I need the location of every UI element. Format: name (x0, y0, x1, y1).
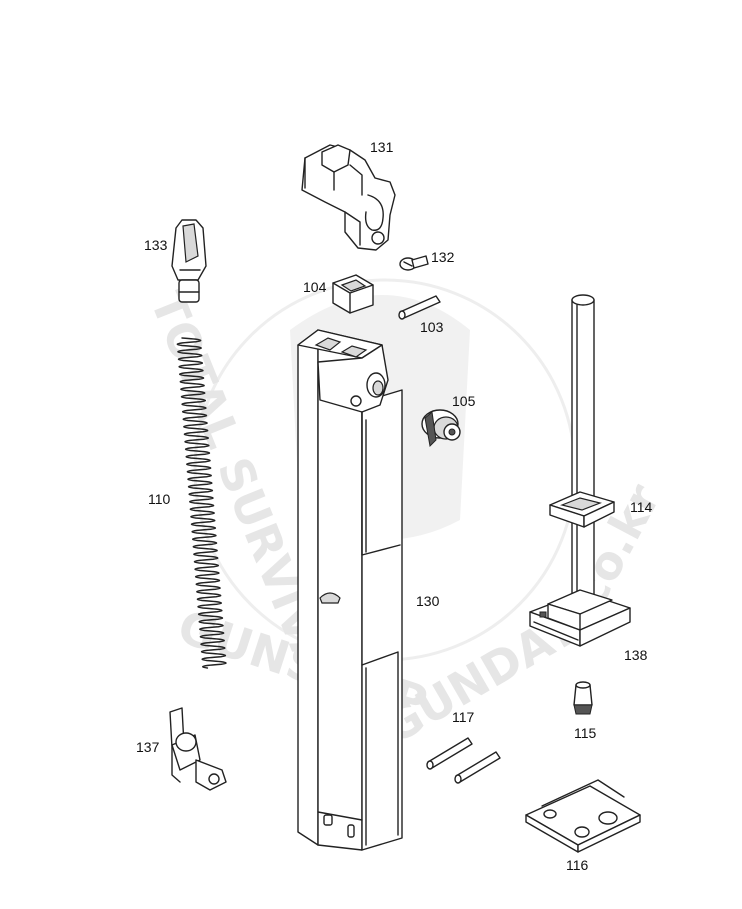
part-117-drawing[interactable] (426, 737, 501, 784)
part-137-drawing[interactable] (169, 707, 227, 791)
part-label: 110 (148, 491, 171, 507)
part-133-drawing[interactable] (171, 219, 207, 303)
part-131-drawing[interactable] (301, 144, 396, 251)
part-label: 103 (420, 319, 444, 335)
part-label: 133 (144, 237, 168, 253)
part-label: 105 (452, 393, 476, 409)
part-138-drawing[interactable] (529, 589, 631, 647)
part-132-drawing[interactable] (399, 255, 429, 271)
part-label: 115 (574, 725, 597, 741)
part-label: 137 (136, 739, 160, 755)
part-105-drawing[interactable] (421, 409, 461, 448)
part-label: 131 (370, 139, 394, 155)
part-label: 130 (416, 593, 440, 609)
part-label: 132 (431, 249, 455, 265)
part-114-drawing[interactable] (549, 294, 615, 601)
part-116-drawing[interactable] (525, 779, 641, 853)
part-110-drawing[interactable] (176, 337, 227, 669)
part-103-drawing[interactable] (398, 295, 441, 320)
part-label: 104 (303, 279, 327, 295)
part-label: 116 (566, 857, 589, 873)
part-label: 117 (452, 709, 475, 725)
part-label: 138 (624, 647, 648, 663)
part-label: 114 (630, 499, 653, 515)
part-130-drawing[interactable] (297, 329, 403, 851)
part-115-drawing[interactable] (573, 681, 593, 715)
part-104-drawing[interactable] (332, 274, 374, 314)
